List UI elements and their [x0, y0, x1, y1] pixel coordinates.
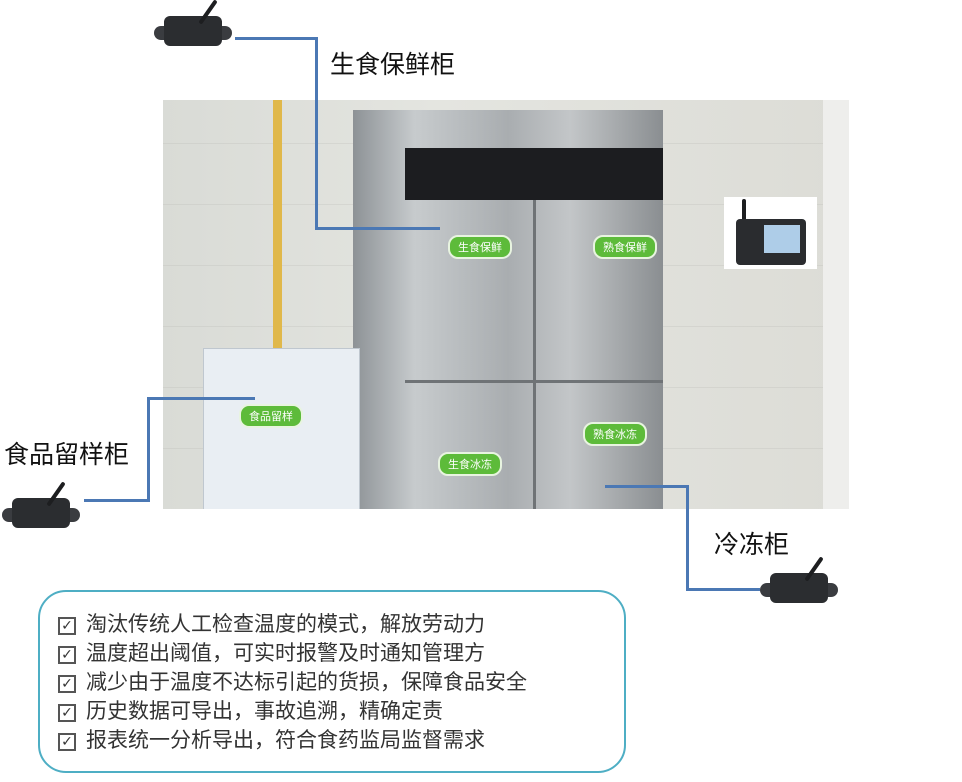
tag-raw-frozen: 生食冰冻	[438, 452, 502, 476]
sensor-sample	[0, 480, 84, 536]
benefit-item: ✓ 历史数据可导出，事故追溯，精确定责	[58, 697, 624, 726]
benefit-item: ✓ 温度超出阈值，可实时报警及时通知管理方	[58, 639, 624, 668]
tag-fresh: 生食保鲜	[448, 235, 512, 259]
connector-line	[605, 485, 689, 488]
benefit-text: 减少由于温度不达标引起的货损，保障食品安全	[86, 670, 527, 694]
benefit-text: 报表统一分析导出，符合食药监局监督需求	[86, 728, 485, 752]
label-freezer-cabinet: 冷冻柜	[714, 530, 790, 559]
sample-fridge: 食品留样	[203, 348, 360, 509]
connector-line	[686, 588, 760, 591]
gateway-screen	[764, 225, 800, 253]
connector-line	[686, 485, 689, 591]
connector-line	[235, 37, 318, 40]
benefits-box: ✓ 淘汰传统人工检查温度的模式，解放劳动力 ✓ 温度超出阈值，可实时报警及时通知管理…	[38, 590, 626, 773]
checkbox-icon: ✓	[58, 704, 76, 722]
four-door-fridge: 生食保鲜 熟食保鲜 生食冰冻 熟食冰冻	[353, 110, 663, 509]
checkbox-icon: ✓	[58, 733, 76, 751]
label-fresh-cabinet: 生食保鲜柜	[330, 50, 456, 79]
label-sample-cabinet: 食品留样柜	[4, 440, 130, 469]
electrical-cabinet	[823, 100, 849, 509]
tag-sample: 食品留样	[239, 404, 303, 428]
benefit-item: ✓ 淘汰传统人工检查温度的模式，解放劳动力	[58, 610, 624, 639]
connector-line	[315, 227, 440, 230]
gas-pipe	[273, 100, 282, 360]
tag-cooked-fresh: 熟食保鲜	[593, 235, 657, 259]
benefit-item: ✓ 减少由于温度不达标引起的货损，保障食品安全	[58, 668, 624, 697]
benefit-item: ✓ 报表统一分析导出，符合食药监局监督需求	[58, 726, 624, 755]
connector-line	[315, 37, 318, 230]
checkbox-icon: ✓	[58, 675, 76, 693]
checkbox-icon: ✓	[58, 617, 76, 635]
benefit-text: 温度超出阈值，可实时报警及时通知管理方	[86, 641, 485, 665]
connector-line	[84, 499, 150, 502]
benefit-text: 历史数据可导出，事故追溯，精确定责	[86, 699, 443, 723]
kitchen-photo: 生食保鲜 熟食保鲜 生食冰冻 熟食冰冻 食品留样	[163, 100, 849, 509]
connector-line	[147, 397, 255, 400]
benefit-text: 淘汰传统人工检查温度的模式，解放劳动力	[86, 612, 485, 636]
sensor-fresh	[150, 0, 236, 53]
sensor-freezer	[758, 553, 842, 611]
connector-line	[147, 397, 150, 502]
tag-cooked-frozen: 熟食冰冻	[583, 422, 647, 446]
gateway-device	[724, 197, 817, 269]
checkbox-icon: ✓	[58, 646, 76, 664]
